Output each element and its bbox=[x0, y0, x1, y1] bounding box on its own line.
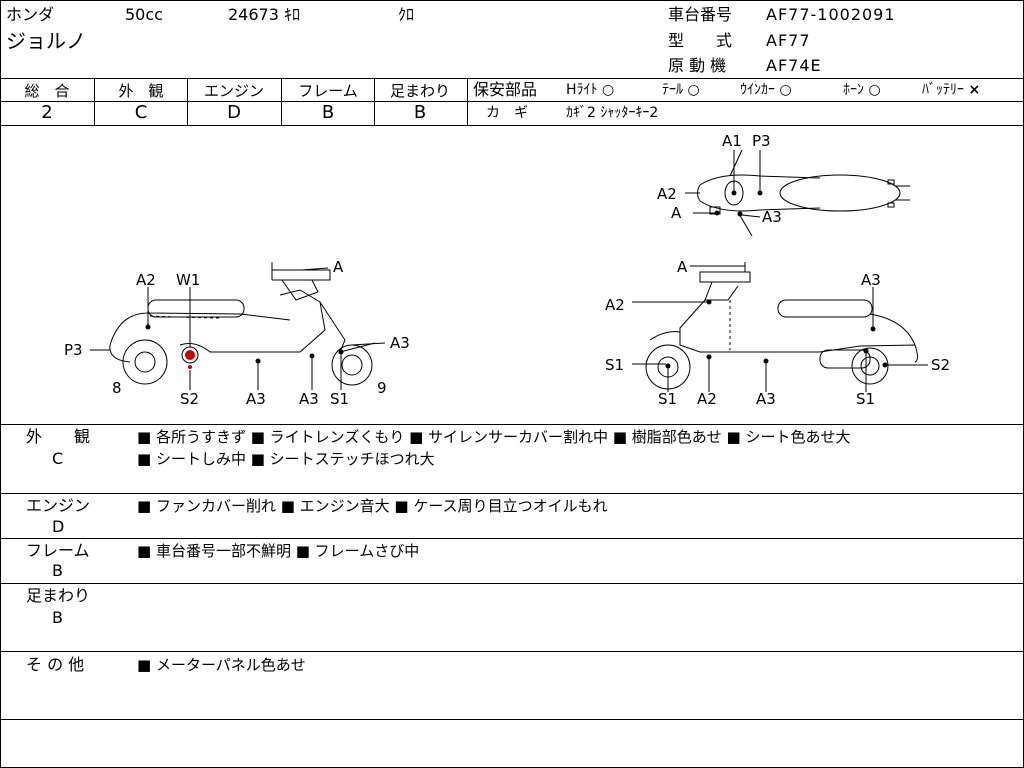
diagram-label: P3 bbox=[64, 341, 83, 359]
safety-item-name: ﾊﾞｯﾃﾘｰ bbox=[922, 82, 964, 98]
engine-label: 原 動 機 bbox=[668, 56, 727, 75]
diagram-label: S1 bbox=[605, 356, 624, 374]
remark-category-other: そ の 他 bbox=[26, 655, 85, 674]
key-value: ｶｷﾞ2 ｼｬｯﾀｰｷｰ2 bbox=[566, 105, 659, 121]
key-label: カ ギ bbox=[486, 105, 528, 121]
remark-line: ■ 各所うすきず ■ ライトレンズくもり ■ サイレンサーカバー割れ中 ■ 樹脂… bbox=[137, 428, 851, 446]
diagram-label: S1 bbox=[856, 390, 875, 408]
diagram-label: A3 bbox=[756, 390, 776, 408]
remark-grade-exterior: C bbox=[52, 449, 64, 468]
safety-winker: ｳｲﾝｶｰ ○ bbox=[740, 81, 792, 99]
scooter-left-view bbox=[90, 262, 386, 390]
diagram-label: A3 bbox=[299, 390, 319, 408]
safety-headlight: Hﾗｲﾄ ○ bbox=[566, 81, 614, 99]
type-value: AF77 bbox=[766, 31, 811, 50]
remark-category-engine: エンジン bbox=[26, 496, 91, 515]
safety-horn: ﾎｰﾝ ○ bbox=[843, 81, 881, 99]
diagram-label: A3 bbox=[390, 334, 410, 352]
divider bbox=[0, 538, 1024, 539]
remark-grade-engine: D bbox=[52, 517, 65, 536]
safety-item-mark: ○ bbox=[779, 82, 792, 98]
safety-item-mark: ○ bbox=[687, 82, 700, 98]
diagram-label: S1 bbox=[658, 390, 677, 408]
diagram-label: A2 bbox=[657, 185, 677, 203]
grade-exterior-label: 外 観 bbox=[118, 82, 164, 100]
remark-category-exterior: 外 観 bbox=[26, 427, 91, 446]
remark-category-suspension: 足まわり bbox=[26, 586, 91, 605]
remark-grade-frame: B bbox=[52, 561, 63, 580]
diagram-label: W1 bbox=[176, 271, 200, 289]
remark-grade-suspension: B bbox=[52, 608, 63, 627]
diagram-label: A bbox=[671, 204, 682, 222]
diagram-label: 9 bbox=[377, 379, 387, 397]
remark-line: ■ 車台番号一部不鮮明 ■ フレームさび中 bbox=[137, 542, 420, 560]
diagram-label: A2 bbox=[697, 390, 717, 408]
safety-item-name: Hﾗｲﾄ bbox=[566, 82, 598, 98]
diagram-label: S2 bbox=[931, 356, 950, 374]
engine-value: AF74E bbox=[766, 56, 822, 75]
divider bbox=[0, 651, 1024, 652]
mileage: 24673 ｷﾛ bbox=[228, 5, 300, 24]
scooter-right-view bbox=[632, 262, 928, 392]
diagram-label: A bbox=[333, 258, 344, 276]
diagram-label: A2 bbox=[136, 271, 156, 289]
grade-engine-value: D bbox=[227, 102, 241, 123]
safety-item-name: ﾎｰﾝ bbox=[843, 82, 864, 98]
diagram-label: A3 bbox=[861, 271, 881, 289]
grade-frame-value: B bbox=[321, 102, 335, 123]
frame-no: AF77-1002091 bbox=[766, 5, 896, 24]
diagram-label: P3 bbox=[752, 132, 771, 150]
grade-frame-label: フレーム bbox=[298, 82, 358, 100]
divider bbox=[0, 424, 1024, 425]
safety-taillight: ﾃｰﾙ ○ bbox=[662, 81, 700, 99]
model-name: ジョルノ bbox=[6, 29, 86, 53]
frame-no-label: 車台番号 bbox=[668, 5, 733, 24]
divider bbox=[0, 493, 1024, 494]
safety-item-mark: ○ bbox=[868, 82, 881, 98]
divider bbox=[0, 583, 1024, 584]
remark-line: ■ メーターパネル色あせ bbox=[137, 656, 306, 674]
safety-battery: ﾊﾞｯﾃﾘｰ × bbox=[922, 81, 980, 99]
diagram-label: A1 bbox=[722, 132, 742, 150]
scooter-top-view bbox=[685, 149, 910, 237]
grade-total-label: 総 合 bbox=[24, 82, 70, 100]
diagram-label: S2 bbox=[180, 390, 199, 408]
grade-suspension-value: B bbox=[413, 102, 427, 123]
diagram-label: 8 bbox=[112, 379, 122, 397]
remark-line: ■ ファンカバー削れ ■ エンジン音大 ■ ケース周り目立つオイルもれ bbox=[137, 497, 608, 515]
remark-line: ■ シートしみ中 ■ シートステッチほつれ大 bbox=[137, 450, 435, 468]
color: ｸﾛ bbox=[398, 5, 415, 24]
diagram-label: A3 bbox=[762, 208, 782, 226]
safety-item-mark: × bbox=[968, 82, 981, 98]
grade-suspension-label: 足まわり bbox=[389, 82, 450, 100]
safety-item-name: ﾃｰﾙ bbox=[662, 82, 683, 98]
safety-label: 保安部品 bbox=[473, 80, 538, 99]
maker: ホンダ bbox=[6, 5, 55, 24]
divider bbox=[467, 101, 1024, 102]
divider bbox=[0, 101, 467, 102]
divider bbox=[0, 78, 1024, 79]
safety-item-name: ｳｲﾝｶｰ bbox=[740, 82, 775, 98]
grade-engine-label: エンジン bbox=[203, 82, 264, 100]
diagram-label: A3 bbox=[246, 390, 266, 408]
diagram-label: S1 bbox=[330, 390, 349, 408]
displacement: 50cc bbox=[125, 5, 163, 24]
type-label: 型 式 bbox=[668, 31, 733, 50]
divider bbox=[0, 125, 1024, 126]
scooter-diagram: A1 P3 A2 A A3 A2 W1 A P3 A3 8 S2 bbox=[64, 132, 950, 408]
diagram-label: A bbox=[677, 258, 688, 276]
grade-total-value: 2 bbox=[41, 102, 53, 123]
diagram-label: A2 bbox=[605, 296, 625, 314]
grade-exterior-value: C bbox=[134, 102, 148, 123]
divider bbox=[0, 719, 1024, 720]
remark-category-frame: フレーム bbox=[26, 541, 90, 560]
safety-item-mark: ○ bbox=[601, 82, 615, 98]
